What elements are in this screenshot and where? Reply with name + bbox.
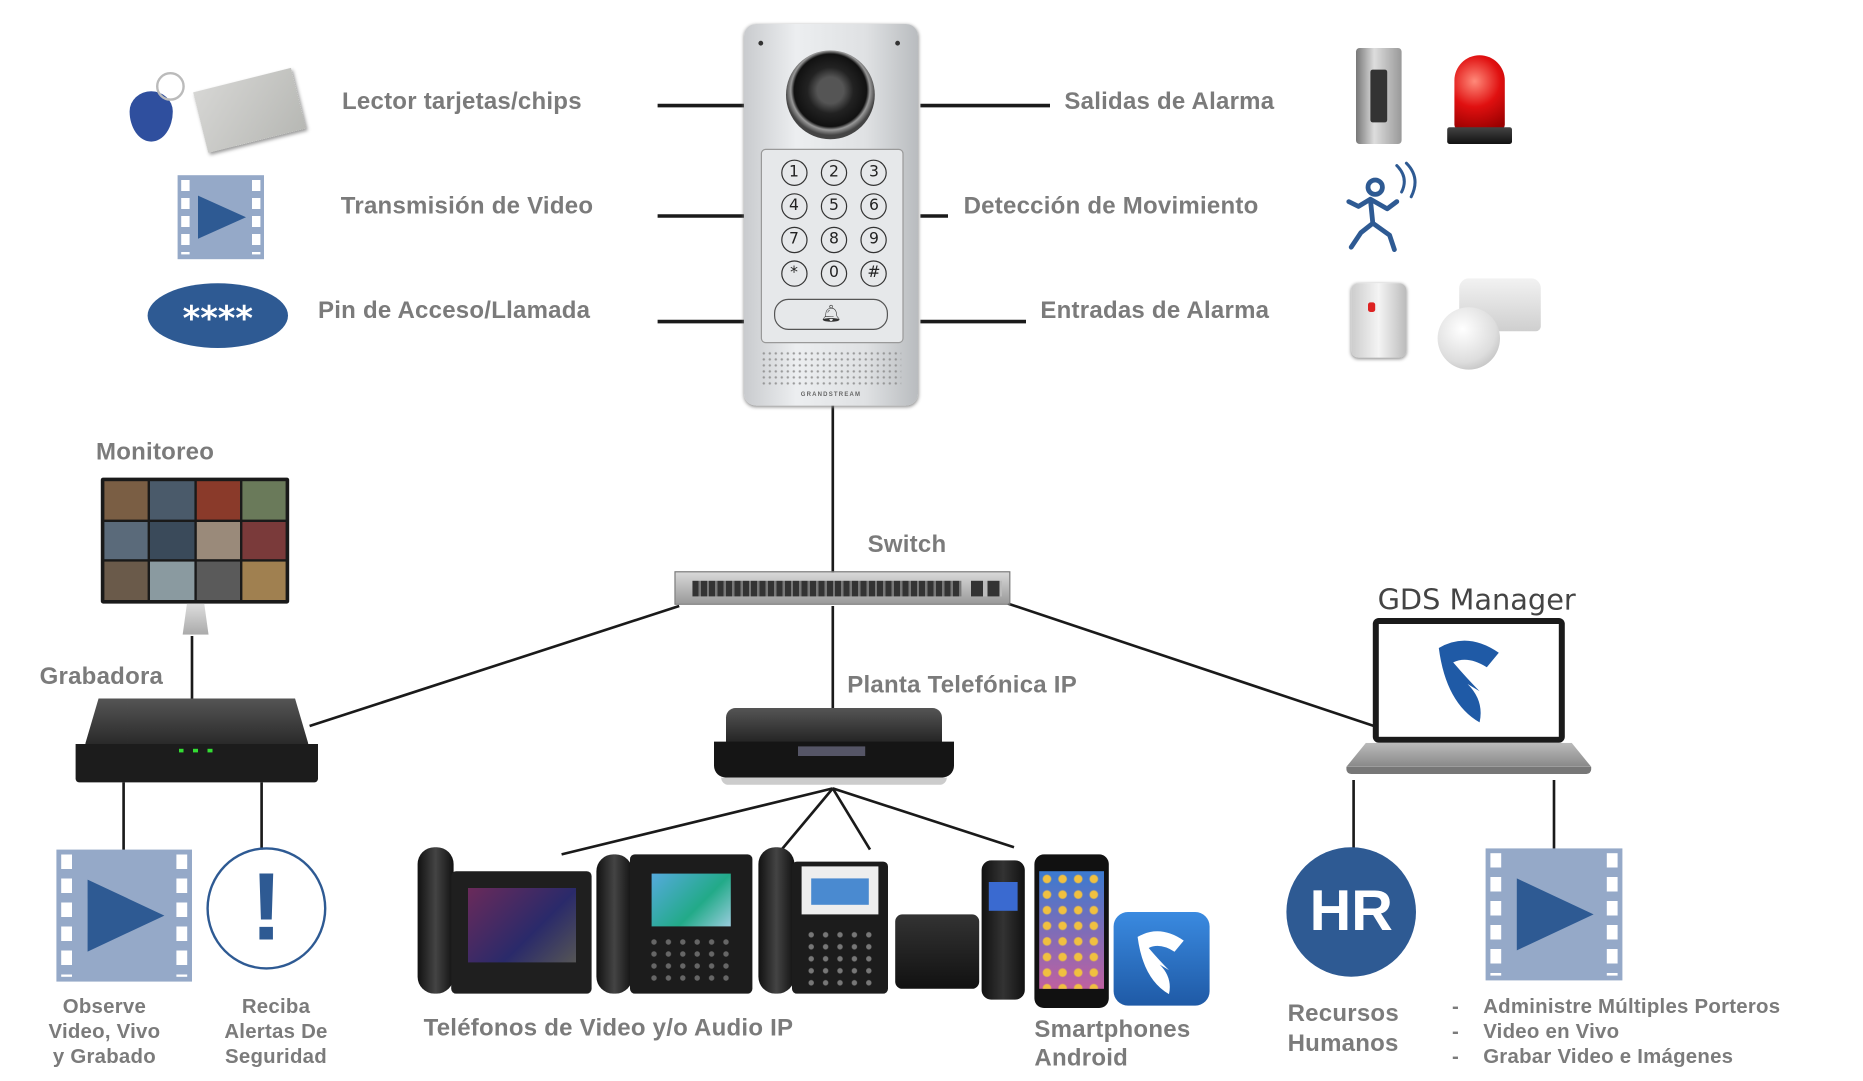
monitor-label: Monitoreo [96, 439, 215, 466]
speaker-grille [760, 350, 902, 387]
call-button[interactable]: 🔔︎ [774, 298, 889, 330]
list-item: -Video en Vivo [1452, 1020, 1620, 1043]
laptop-icon [1346, 618, 1592, 781]
grandstream-logo [1438, 640, 1499, 723]
ip-pbx-icon [714, 708, 955, 787]
line-switch-recorder [309, 604, 680, 728]
keypad-key[interactable]: 2 [820, 159, 848, 186]
running-person-icon [1346, 161, 1417, 253]
feature-label-video-stream: Transmisión de Video [340, 193, 594, 220]
pin-icon: **** [147, 283, 288, 348]
feature-label-alarm-outputs: Salidas de Alarma [1064, 88, 1275, 116]
alarm-siren-icon [1447, 55, 1512, 146]
camera-lens [786, 50, 875, 140]
color-ip-phone-icon [596, 854, 753, 994]
line-pbx-phone2 [776, 787, 834, 856]
keypad-key[interactable]: 7 [780, 226, 808, 254]
recorder-label: Grabadora [39, 663, 164, 690]
ip-phone-icon [758, 847, 889, 994]
line-pbx-phone3 [831, 787, 872, 851]
list-item: -Administre Múltiples Porteros [1452, 994, 1781, 1018]
keypad-key[interactable]: 6 [860, 193, 888, 220]
brand-logo: GRANDSTREAM [800, 391, 862, 399]
feature-label-alarm-inputs: Entradas de Alarma [1040, 297, 1270, 324]
video-phone-icon [417, 847, 592, 994]
feature-label-motion: Detección de Movimiento [963, 193, 1259, 220]
motion-sensor-icon [1437, 278, 1544, 370]
feature-label-pin: Pin de Acceso/Llamada [318, 297, 591, 324]
feature-label-card-reader: Lector tarjetas/chips [342, 88, 582, 116]
hr-icon: HR [1286, 847, 1416, 977]
keypad-key[interactable]: 8 [820, 226, 848, 254]
alert-icon: ! [206, 847, 327, 970]
keyring-icon [156, 72, 185, 101]
monitor-stand [182, 603, 209, 635]
video-play-icon [177, 175, 264, 260]
dect-base-icon [895, 914, 980, 989]
keypad-key[interactable]: 1 [780, 159, 808, 186]
manager-feature-list: -Administre Múltiples Porteros -Video en… [1452, 994, 1780, 1070]
grandstream-app-icon [1113, 912, 1210, 1006]
bell-icon: 🔔︎ [820, 304, 842, 324]
keypad-key[interactable]: * [780, 260, 808, 287]
door-strike-icon [1356, 48, 1402, 144]
list-item: -Grabar Video e Imágenes [1452, 1045, 1734, 1068]
network-switch-icon [674, 571, 1011, 605]
manager-video-icon [1485, 848, 1623, 981]
recorded-video-icon [56, 849, 193, 982]
line-switch-manager [1007, 602, 1375, 728]
nvr-recorder-icon [75, 698, 318, 783]
keypad-key[interactable]: # [860, 260, 888, 287]
pir-sensor-icon [1351, 283, 1407, 358]
phones-label: Teléfonos de Video y/o Audio IP [423, 1015, 794, 1042]
keypad-key[interactable]: 3 [860, 159, 888, 186]
switch-label: Switch [867, 531, 947, 558]
keypad-key[interactable]: 4 [780, 193, 808, 220]
monitor-icon [100, 477, 290, 604]
keypad-key[interactable]: 0 [820, 260, 848, 287]
smartphone-icon [1034, 854, 1109, 1009]
pbx-label: Planta Telefónica IP [847, 672, 1077, 699]
manager-label: GDS Manager [1377, 583, 1576, 617]
dect-handset-icon [981, 860, 1025, 1000]
line-pbx-phone1 [561, 787, 834, 856]
keypad-key[interactable]: 5 [820, 193, 848, 220]
line-pbx-phone4 [832, 787, 1015, 849]
keypad-key[interactable]: 9 [860, 226, 888, 254]
